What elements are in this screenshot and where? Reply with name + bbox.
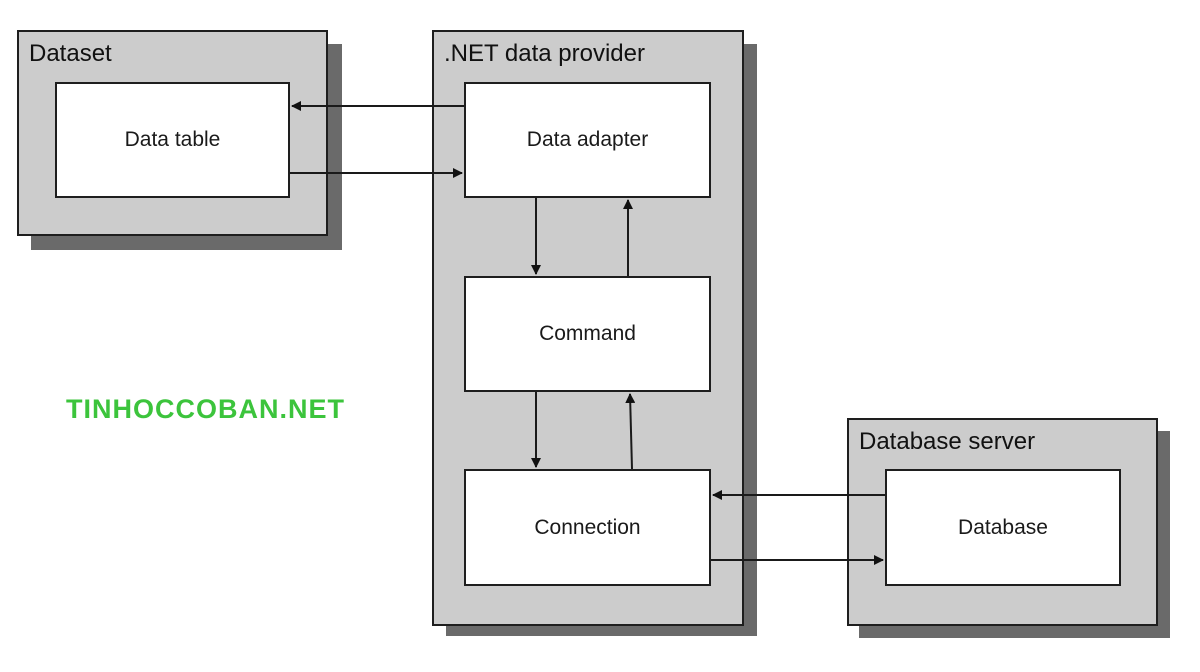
watermark-text: TINHOCCOBAN.NET <box>66 394 345 424</box>
server-title: Database server <box>859 428 1036 455</box>
command-box: Command <box>464 276 711 392</box>
data-adapter-box: Data adapter <box>464 82 711 198</box>
data-adapter-label: Data adapter <box>526 128 649 151</box>
connection-box: Connection <box>464 469 711 586</box>
database-label: Database <box>958 515 1048 539</box>
connection-label: Connection <box>534 515 641 539</box>
command-label: Command <box>539 322 636 345</box>
data-table-box: Data table <box>55 82 290 198</box>
data-table-label: Data table <box>124 128 221 151</box>
dataset-title: Dataset <box>29 40 112 67</box>
provider-title: .NET data provider <box>444 40 645 67</box>
database-box: Database <box>885 469 1121 586</box>
